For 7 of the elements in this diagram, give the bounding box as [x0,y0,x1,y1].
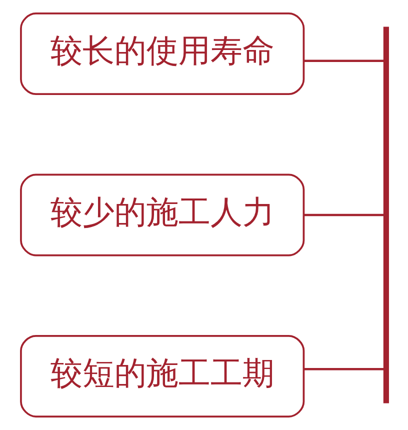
node-box: 较短的施工工期 [20,334,304,418]
connector [303,60,384,62]
node-bar [382,26,388,404]
connector [303,368,384,370]
node-box: 较少的施工人力 [20,174,304,256]
connector [303,214,384,216]
node-box: 较长的使用寿命 [20,12,304,96]
